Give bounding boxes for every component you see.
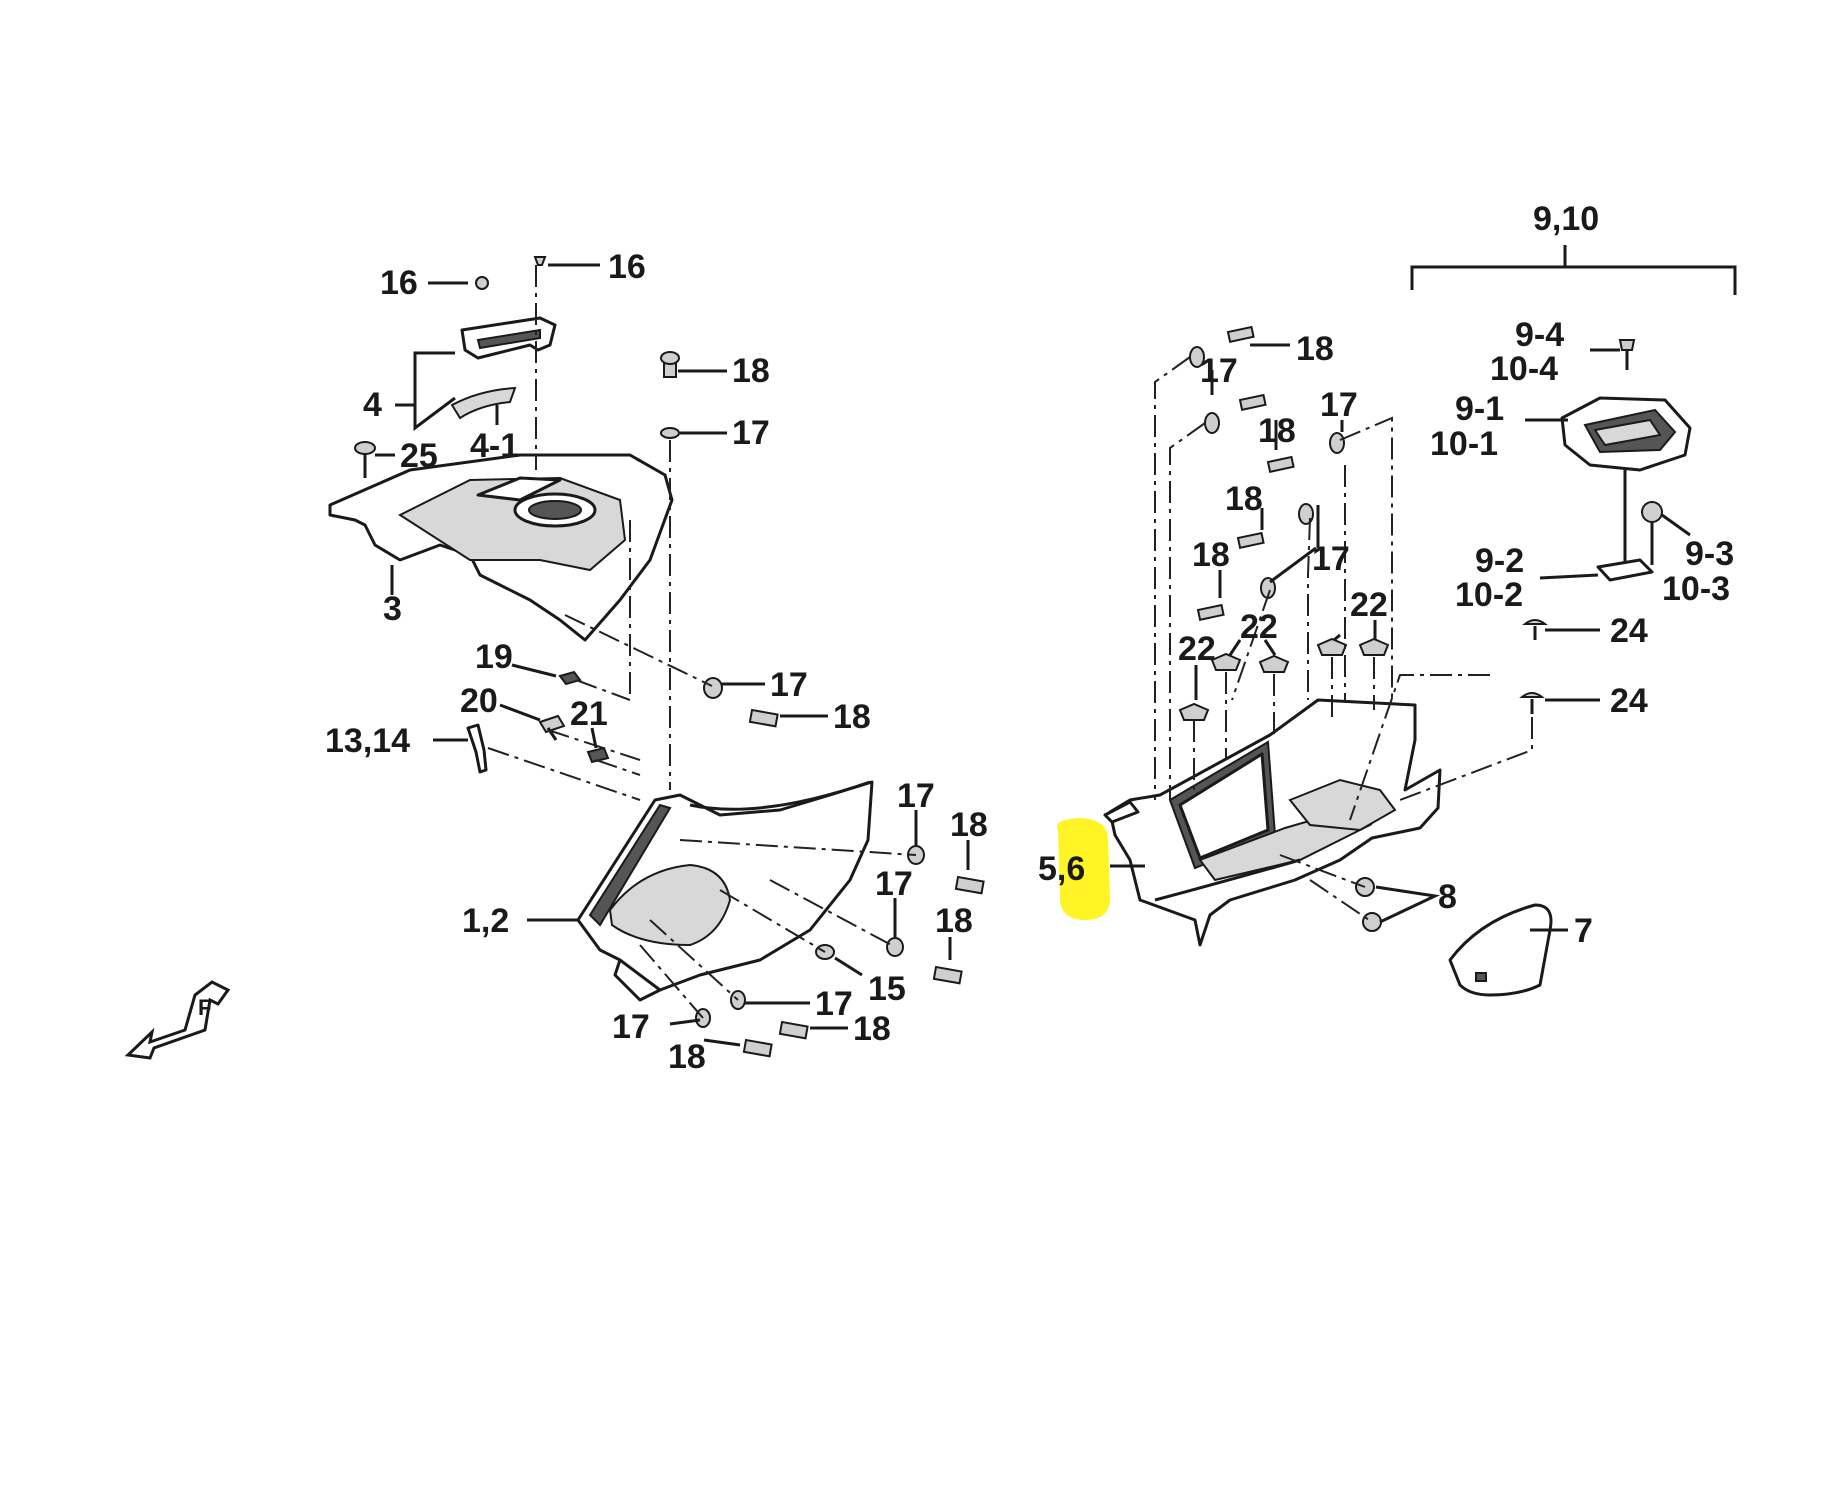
left-leader-lines (375, 263, 970, 1047)
right-bolt-18d (1236, 531, 1265, 549)
part-labels: 16 16 4 4-1 25 3 18 17 19 20 21 13,14 17… (198, 200, 1734, 1076)
part-16-bracket (460, 256, 557, 360)
label-16-left: 16 (380, 264, 418, 302)
right-washer-17d (1298, 503, 1314, 525)
label-4-1: 4-1 (470, 427, 519, 465)
label-3: 3 (383, 590, 402, 628)
label-5-6-highlight (1056, 818, 1110, 920)
label-9-3: 9-3 (1685, 535, 1734, 573)
label-24-upper: 24 (1610, 612, 1648, 650)
label-r18d: 18 (1192, 536, 1230, 574)
label-4: 4 (363, 386, 382, 424)
label-r18a: 18 (1296, 330, 1334, 368)
label-18-b2: 18 (668, 1038, 706, 1076)
clip-22b (1210, 652, 1242, 671)
label-18-mid: 18 (833, 698, 871, 736)
label-15: 15 (868, 970, 906, 1008)
screw-9-4 (1618, 339, 1636, 370)
bracket-9-10 (1410, 245, 1737, 295)
front-direction-arrow (124, 980, 231, 1060)
label-7: 7 (1574, 912, 1593, 950)
washer-17-mid (703, 677, 723, 699)
label-10-3: 10-3 (1662, 570, 1730, 608)
label-9-4: 9-4 (1515, 316, 1564, 354)
label-13-14: 13,14 (325, 722, 410, 760)
rivet-24-lower (1519, 692, 1545, 714)
washer-17-top (660, 427, 680, 439)
part-9-2-bracket (1596, 470, 1654, 582)
label-r22b: 22 (1240, 608, 1278, 646)
label-17-mid: 17 (770, 666, 808, 704)
part-5-6-floorboard (1103, 698, 1442, 947)
washer-17-r2 (886, 937, 904, 957)
label-19: 19 (475, 638, 513, 676)
label-17-r2: 17 (875, 865, 913, 903)
label-r17c: 17 (1312, 540, 1350, 578)
right-bolt-18b (1238, 393, 1267, 411)
bolt-18-b2 (742, 1038, 773, 1058)
label-17-r1: 17 (897, 777, 935, 815)
right-bolt-18a (1226, 325, 1255, 343)
label-r17a: 17 (1200, 352, 1238, 390)
label-r18c: 18 (1225, 480, 1263, 518)
label-9-10: 9,10 (1533, 200, 1599, 238)
right-washer-17c (1329, 432, 1345, 454)
label-18-b1: 18 (853, 1010, 891, 1048)
clip-22c (1258, 654, 1290, 673)
label-18-r2: 18 (935, 902, 973, 940)
nut-9-3 (1641, 501, 1663, 565)
label-16-right: 16 (608, 248, 646, 286)
label-8: 8 (1438, 878, 1457, 916)
label-r22c: 22 (1350, 586, 1388, 624)
label-10-1: 10-1 (1430, 425, 1498, 463)
label-r18b: 18 (1258, 412, 1296, 450)
clip-19 (558, 670, 582, 686)
part-1-2-side-cover (576, 780, 874, 1002)
label-r22a: 22 (1178, 630, 1216, 668)
part-3-upper-shroud (328, 453, 674, 642)
label-25: 25 (400, 437, 438, 475)
label-24-lower: 24 (1610, 682, 1648, 720)
right-assembly-lines (1154, 356, 1533, 923)
rivet-24-upper (1522, 619, 1548, 640)
bracket-13-14 (466, 723, 488, 774)
label-18-top: 18 (732, 352, 770, 390)
bolt-18-b1 (778, 1020, 809, 1040)
bolt-18-top (660, 351, 680, 378)
right-leader-lines (1110, 343, 1691, 932)
clip-22a (1178, 702, 1210, 721)
bolt-18-r2 (932, 965, 963, 985)
right-bolt-18c (1266, 455, 1295, 473)
part-7-cover (1448, 903, 1553, 997)
label-17-b1: 17 (815, 985, 853, 1023)
label-9-2: 9-2 (1475, 542, 1524, 580)
nut-8b (1362, 912, 1382, 932)
screw-25 (354, 441, 376, 478)
label-9-1: 9-1 (1455, 390, 1504, 428)
label-17-top: 17 (732, 414, 770, 452)
label-18-r1: 18 (950, 806, 988, 844)
part-9-1-step (1560, 396, 1692, 472)
part-4-1-pad (450, 386, 517, 420)
clip-22d (1316, 637, 1348, 656)
label-17-b2: 17 (612, 1008, 650, 1046)
label-5-6: 5,6 (1038, 850, 1085, 888)
bolt-18-r1 (954, 875, 985, 895)
label-21: 21 (570, 695, 608, 733)
label-10-2: 10-2 (1455, 576, 1523, 614)
label-10-4: 10-4 (1490, 350, 1558, 388)
bolt-18-mid (748, 708, 779, 728)
left-assembly-lines (487, 265, 917, 1019)
nut-20 (538, 714, 566, 741)
front-arrow-letter: F (198, 995, 211, 1020)
right-washer-17b (1204, 412, 1220, 434)
clip-21 (586, 746, 610, 764)
label-r17b: 17 (1320, 386, 1358, 424)
label-20: 20 (460, 682, 498, 720)
clip-22e (1358, 637, 1390, 656)
label-1-2: 1,2 (462, 902, 509, 940)
right-bolt-18e (1196, 603, 1225, 621)
